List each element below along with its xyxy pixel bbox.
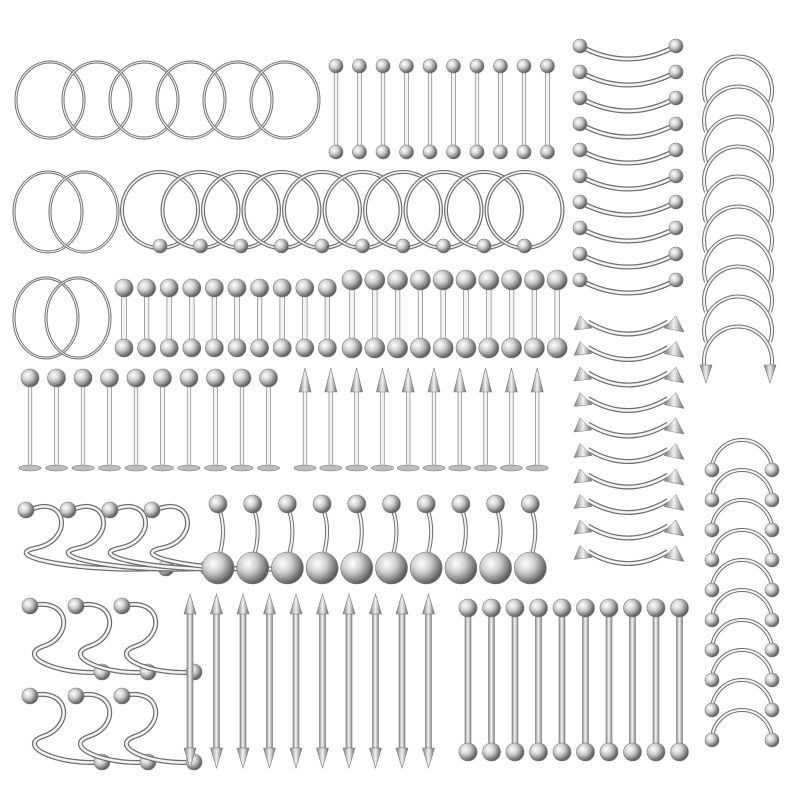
- horseshoe-rings-balls: [704, 438, 780, 748]
- straight-barbells-thick: [341, 269, 568, 359]
- seamless-hoops-medium: [12, 276, 112, 360]
- horseshoe-rings-spikes: [699, 54, 777, 384]
- labret-studs-spike: [293, 367, 549, 472]
- curved-eyebrow-barbells-spikes: [573, 315, 685, 566]
- industrial-barbells-ball: [458, 598, 689, 762]
- labret-studs-ball: [18, 368, 280, 472]
- curved-eyebrow-barbells-balls: [572, 38, 684, 296]
- industrial-barbells-spike: [183, 592, 435, 770]
- seamless-nose-hoops: [14, 60, 321, 140]
- twist-spiral-rings-small: [21, 597, 203, 771]
- straight-barbells-small: [328, 58, 555, 160]
- belly-button-rings: [201, 494, 547, 585]
- seamless-hoops-large: [12, 170, 120, 254]
- straight-barbells-short: [114, 278, 337, 358]
- jewelry-layer: [12, 38, 780, 771]
- captive-bead-rings: [120, 170, 565, 254]
